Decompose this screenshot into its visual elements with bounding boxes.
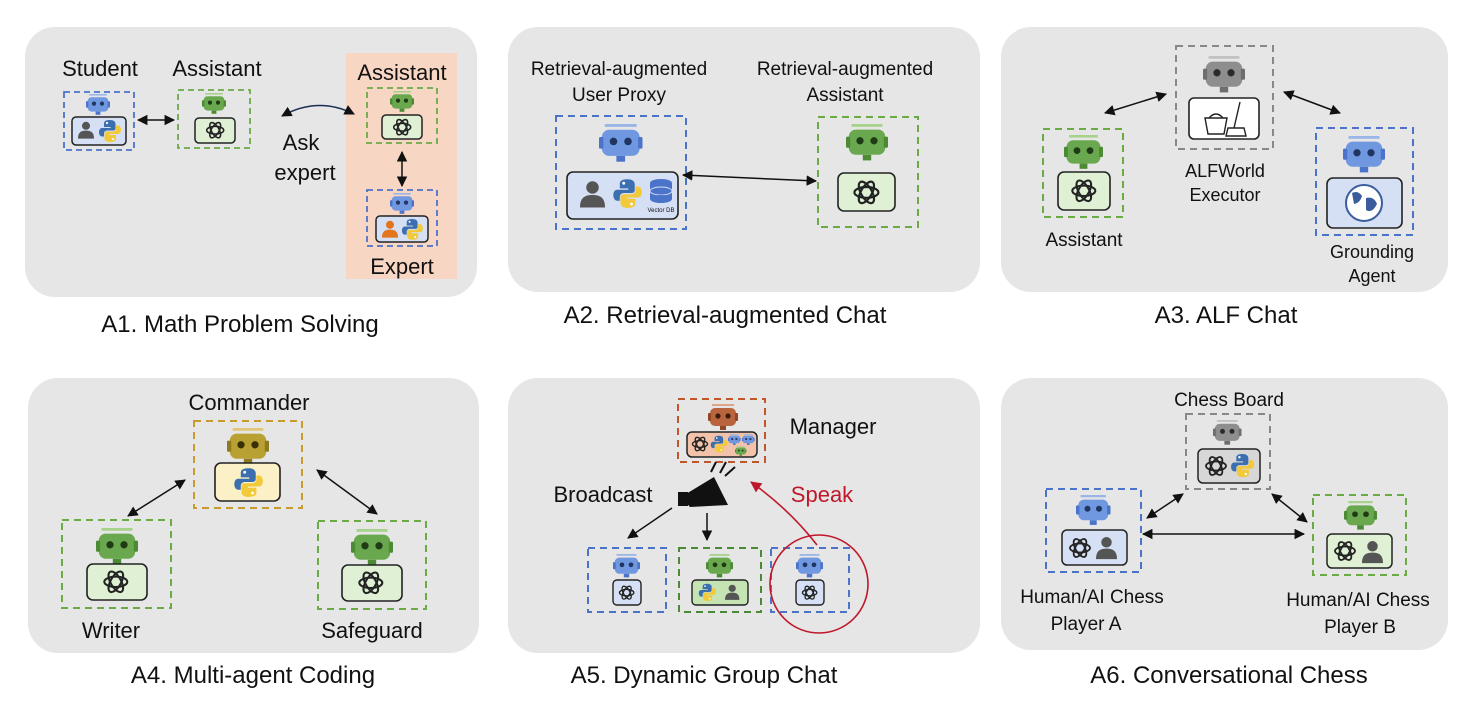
chess-board-label: Chess Board xyxy=(1174,390,1284,411)
assistant-label: Assistant xyxy=(172,56,261,81)
chess-board-agent xyxy=(1185,413,1271,490)
group-agent-2 xyxy=(678,547,762,613)
caption-a1: A1. Math Problem Solving xyxy=(101,311,378,338)
panel-a6: Chess Board Human/AI Chess Player A Huma… xyxy=(1001,378,1448,689)
caption-a5: A5. Dynamic Group Chat xyxy=(571,662,838,689)
panel-a1: Student Assistant Assistant Ask expert E… xyxy=(25,27,477,338)
grounding-agent xyxy=(1315,127,1414,236)
alf-assistant-agent xyxy=(1042,128,1124,218)
safeguard-agent xyxy=(317,520,427,610)
proxy-label-line1: Retrieval-augmented xyxy=(531,59,707,80)
panel-a2: Retrieval-augmented User Proxy Retrieval… xyxy=(508,27,980,329)
grounding-label-line2: Agent xyxy=(1348,266,1395,286)
panel-a5: Manager Broadcast Speak A5. Dynamic Grou… xyxy=(508,378,980,689)
vector-db-label: Vector DB xyxy=(647,208,674,214)
assistant-label-line2: Assistant xyxy=(806,85,884,106)
expert-label: Expert xyxy=(370,254,434,279)
commander-label: Commander xyxy=(188,390,309,415)
player-b-agent xyxy=(1312,494,1407,576)
alfworld-executor-agent xyxy=(1175,45,1274,150)
alf-assistant-label: Assistant xyxy=(1045,230,1123,251)
assistant-label-line1: Retrieval-augmented xyxy=(757,59,933,80)
manager-agent xyxy=(677,398,766,463)
speak-label: Speak xyxy=(791,482,854,507)
grounding-label-line1: Grounding xyxy=(1330,242,1414,262)
player-a-label-line1: Human/AI Chess xyxy=(1020,587,1164,608)
assistant-agent-2 xyxy=(366,87,438,144)
writer-label: Writer xyxy=(82,618,140,643)
megaphone-icon xyxy=(678,461,736,507)
panel-a3: ALFWorld Executor Assistant Grounding Ag… xyxy=(1001,27,1448,329)
database-icon xyxy=(649,179,673,203)
caption-a3: A3. ALF Chat xyxy=(1155,302,1298,329)
student-agent xyxy=(63,91,135,151)
retrieval-assistant-agent xyxy=(817,116,919,228)
group-agent-1 xyxy=(587,547,667,613)
cleaning-icon xyxy=(1204,101,1247,137)
executor-label-line1: ALFWorld xyxy=(1185,161,1265,181)
panel-a4: Commander Writer Safeguard A4. Multi-age… xyxy=(28,378,479,689)
safeguard-label: Safeguard xyxy=(321,618,423,643)
speaker-highlight xyxy=(769,534,869,634)
player-b-label-line1: Human/AI Chess xyxy=(1286,590,1430,611)
player-a-label-line2: Player A xyxy=(1051,614,1122,635)
caption-a6: A6. Conversational Chess xyxy=(1090,662,1367,689)
proxy-label-line2: User Proxy xyxy=(572,85,666,106)
student-label: Student xyxy=(62,56,138,81)
executor-label-line2: Executor xyxy=(1189,185,1260,205)
manager-label: Manager xyxy=(790,414,877,439)
broadcast-label: Broadcast xyxy=(553,482,652,507)
writer-agent xyxy=(61,519,172,609)
ask-label: Ask xyxy=(283,130,321,155)
caption-a4: A4. Multi-agent Coding xyxy=(131,662,375,689)
assistant-agent xyxy=(177,89,251,149)
assistant-label-2: Assistant xyxy=(357,60,446,85)
expert-ask-label: expert xyxy=(274,160,335,185)
commander-agent xyxy=(193,420,303,509)
expert-agent xyxy=(366,189,438,247)
caption-a2: A2. Retrieval-augmented Chat xyxy=(564,302,887,329)
player-b-label-line2: Player B xyxy=(1324,617,1396,638)
globe-icon xyxy=(1345,184,1383,222)
group-agent-3 xyxy=(770,547,850,613)
player-a-agent xyxy=(1045,488,1142,573)
